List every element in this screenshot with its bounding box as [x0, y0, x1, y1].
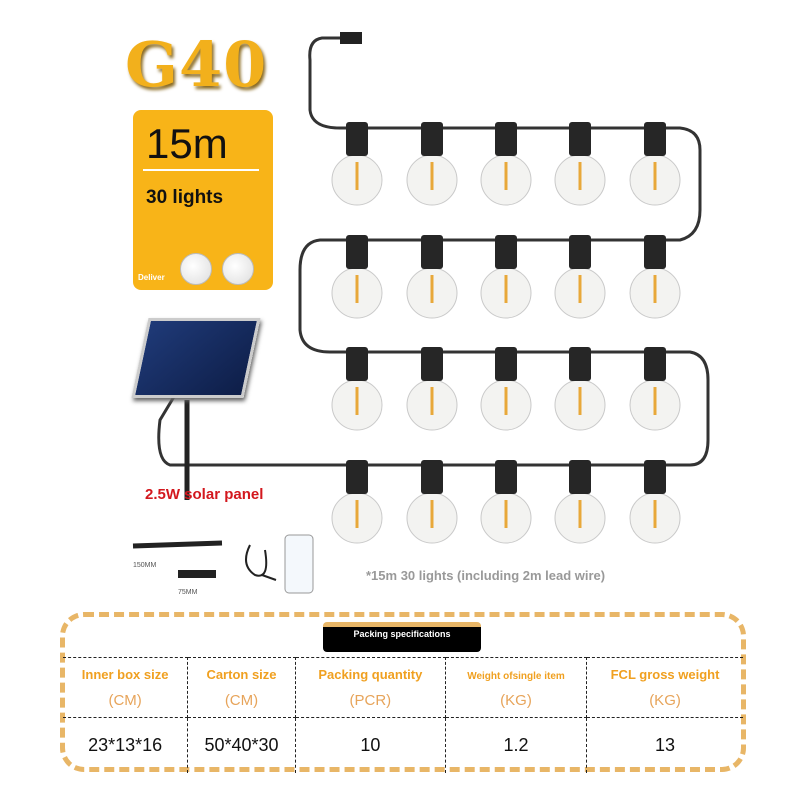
- bulb-icon: [331, 235, 383, 319]
- bulb-icon: [629, 235, 681, 319]
- value-row: 23*13*16 50*40*30 10 1.2 13: [63, 717, 743, 773]
- bulb-icon: [554, 347, 606, 431]
- value-cell: 13: [586, 717, 743, 773]
- value-cell: 1.2: [444, 717, 588, 773]
- bulb-icon: [480, 347, 532, 431]
- bulb-icon: [554, 122, 606, 206]
- cable: [157, 36, 710, 467]
- header-cell: Inner box size(CM): [63, 657, 189, 718]
- value-cell: 50*40*30: [187, 717, 296, 773]
- header-cell: Weight ofsingle item(KG): [444, 657, 588, 718]
- bulb-icon: [629, 347, 681, 431]
- divider: [143, 169, 259, 171]
- header-row: Inner box size(CM) Carton size(CM) Packi…: [63, 657, 743, 718]
- bulb-icon: [629, 460, 681, 544]
- bulb-icon: [406, 235, 458, 319]
- bulb-icon: [480, 122, 532, 206]
- remote-icon: [284, 534, 314, 594]
- header-cell: Packing quantity(PCR): [294, 657, 446, 718]
- model-title: G40: [125, 28, 268, 101]
- solar-panel-icon: [131, 318, 261, 398]
- deliver-label: Deliver: [138, 273, 165, 282]
- connector-length: 75MM: [178, 589, 198, 596]
- packing-table: Inner box size(CM) Carton size(CM) Packi…: [63, 657, 743, 773]
- bulb-icon: [406, 347, 458, 431]
- value-cell: 10: [294, 717, 446, 773]
- packing-title: Packing specifications: [323, 622, 481, 652]
- bulb-icon: [480, 235, 532, 319]
- bulb-icon: [406, 122, 458, 206]
- bulb-icon: [629, 122, 681, 206]
- value-cell: 23*13*16: [63, 717, 189, 773]
- panel-label: 2.5W solar panel: [145, 486, 264, 503]
- stake-length: 150MM: [133, 562, 157, 569]
- bulb-icon: [331, 122, 383, 206]
- spare-bulb-icon: [222, 253, 254, 285]
- bulb-icon: [554, 235, 606, 319]
- bulb-icon: [480, 460, 532, 544]
- usb-cable-icon: [245, 544, 277, 581]
- bulb-icon: [331, 460, 383, 544]
- bulb-icon: [554, 460, 606, 544]
- lead-note: *15m 30 lights (including 2m lead wire): [366, 568, 606, 583]
- stake-icon: [132, 540, 223, 549]
- spare-bulb-icon: [180, 253, 212, 285]
- header-cell: Carton size(CM): [187, 657, 296, 718]
- bulb-icon: [331, 347, 383, 431]
- connector-piece-icon: [178, 570, 216, 578]
- length-label: 15m: [146, 120, 228, 167]
- bulb-icon: [406, 460, 458, 544]
- light-count: 30 lights: [146, 187, 224, 208]
- connector-icon: [340, 32, 362, 44]
- header-cell: FCL gross weight(KG): [586, 657, 743, 718]
